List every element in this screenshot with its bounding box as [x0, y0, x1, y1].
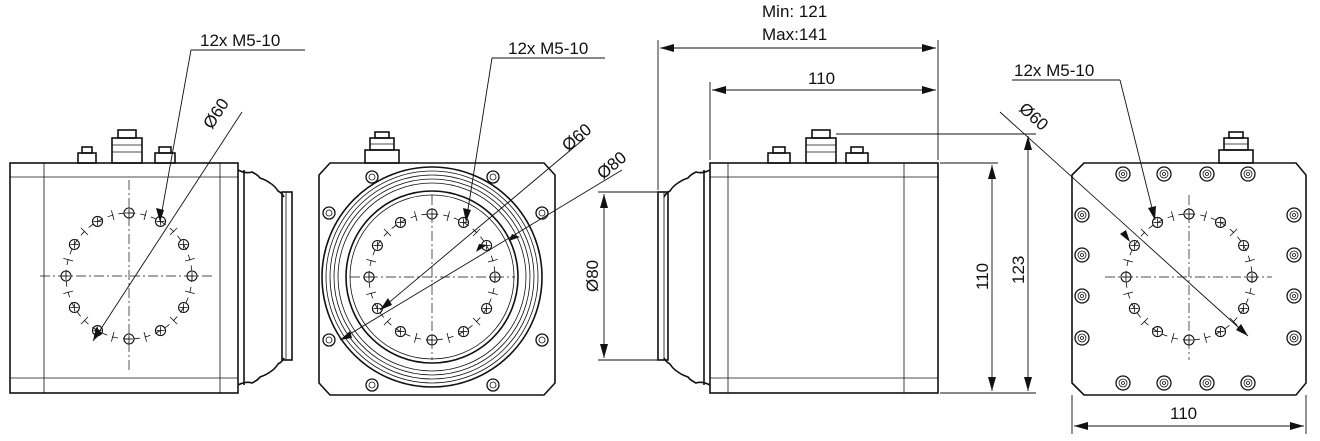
v4-thread-label: 12x M5-10	[1014, 61, 1094, 80]
perimeter-bolt	[1074, 330, 1090, 346]
v1-thread-label: 12x M5-10	[200, 31, 280, 50]
v2-thread-label: 12x M5-10	[508, 39, 588, 58]
v1-dia60-line	[92, 111, 243, 342]
perimeter-bolt	[1156, 375, 1172, 391]
perimeter-bolt	[1156, 166, 1172, 182]
v4-perimeter-bolts	[1074, 166, 1302, 391]
perimeter-bolt	[1074, 207, 1090, 223]
v4-hole-pattern	[1120, 208, 1258, 346]
view-4-back-face: 12x M5-10 Ø60 110	[999, 61, 1307, 434]
v3-connectors	[767, 129, 869, 164]
v3-dia80-label: Ø80	[583, 260, 602, 292]
v2-body-outline	[318, 162, 556, 396]
perimeter-bolt	[1286, 288, 1302, 304]
v2-dia80-line	[339, 169, 623, 341]
v2-dia80-label: Ø80	[593, 148, 630, 183]
v1-thread-leader	[159, 49, 192, 223]
perimeter-bolt	[1074, 288, 1090, 304]
v2-dia60-label: Ø60	[558, 120, 595, 155]
v3-bellows	[657, 169, 711, 386]
v3-110-label: 110	[808, 69, 835, 88]
perimeter-bolt	[1115, 166, 1131, 182]
v2-corner-bolts	[322, 170, 549, 392]
v4-connector	[1218, 131, 1254, 164]
v4-thread-leader	[1119, 79, 1156, 221]
perimeter-bolt	[1115, 375, 1131, 391]
v2-dia60-line	[379, 137, 586, 311]
perimeter-bolt	[1286, 247, 1302, 263]
v2-thread-leader	[465, 57, 493, 223]
perimeter-bolt	[1240, 166, 1256, 182]
v1-bellows	[237, 169, 293, 386]
v4-w110-label: 110	[1170, 404, 1197, 423]
view-1-front-face: 12x M5-10 Ø60	[9, 31, 305, 394]
perimeter-bolt	[1286, 330, 1302, 346]
v2-connector	[364, 131, 400, 164]
perimeter-bolt	[1074, 247, 1090, 263]
perimeter-bolt	[1286, 207, 1302, 223]
v4-body-outline	[1071, 162, 1307, 396]
view-2-ring-face: 12x M5-10 Ø60 Ø80	[318, 39, 630, 396]
perimeter-bolt	[1240, 375, 1256, 391]
perimeter-bolt	[1199, 375, 1215, 391]
view-3-side: Min: 121 Max:141 110 Ø80 110 123	[583, 2, 1036, 394]
v4-dia60-label: Ø60	[1015, 99, 1052, 135]
v3-min-label: Min: 121	[762, 2, 827, 21]
v3-h110-label: 110	[973, 263, 992, 290]
v3-h123-label: 123	[1009, 256, 1028, 284]
v1-dia60-label: Ø60	[199, 95, 232, 132]
v1-connectors	[77, 129, 176, 164]
perimeter-bolt	[1199, 166, 1215, 182]
v3-max-label: Max:141	[762, 25, 827, 44]
v4-dia60-line	[999, 111, 1249, 337]
